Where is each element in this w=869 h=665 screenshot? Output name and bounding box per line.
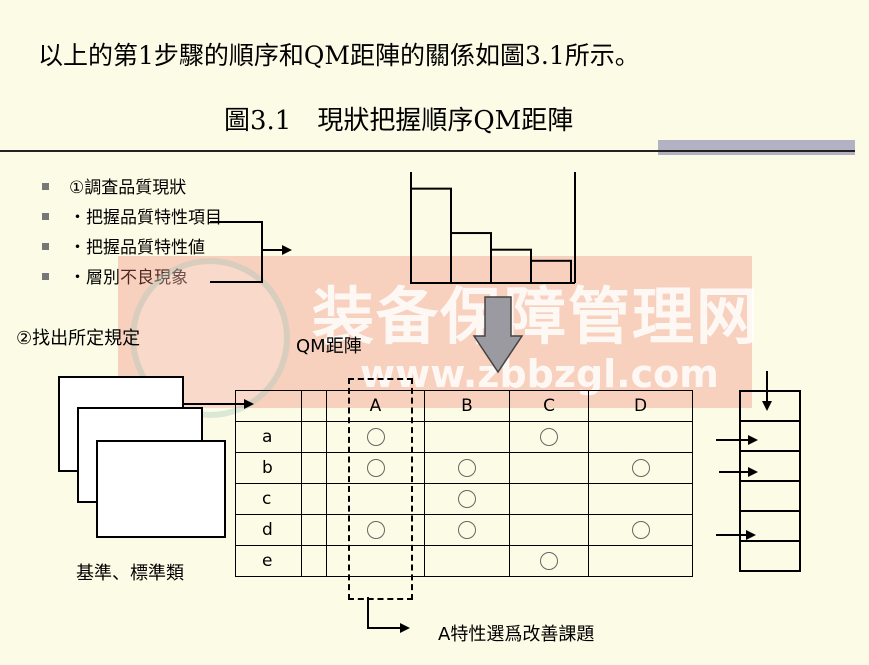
caption-connector [367,597,400,629]
mark-cell [326,545,425,577]
mark-cell [588,421,693,453]
mark-cell [588,483,693,515]
result-row [739,450,801,482]
circle-mark-icon [366,459,385,477]
standards-label: 基準、標準類 [76,563,184,584]
pareto-bar [450,232,492,285]
watermark-text: 装备保障管理网 [312,280,761,353]
result-row [739,540,801,572]
step1-item-label: ①調査品質現狀 [69,178,187,198]
mark-cell [326,421,425,453]
mark-cell [588,545,693,577]
row-label: d [235,514,302,546]
spacer-cell [301,421,327,453]
matrix-row: c [235,483,693,515]
column-header: C [509,390,589,422]
result-row [739,480,801,512]
circle-mark-icon [366,428,385,446]
row-label: e [235,545,302,577]
mark-cell [509,452,589,484]
result-row [739,510,801,542]
bullet-square-icon [42,212,49,220]
figure-title: 圖3.1 現狀把握順序QM距陣 [224,106,574,136]
spacer-cell [301,514,327,546]
mark-cell [424,545,510,577]
circle-mark-icon [458,490,476,508]
mark-cell [509,545,589,577]
result-cell [739,420,801,452]
mark-cell [509,514,589,546]
row-label: a [235,421,302,453]
mark-cell [326,514,425,546]
caption: A特性選爲改善課題 [438,624,595,645]
mark-cell [424,452,510,484]
intro-text: 以上的第1步驟的順序和QM距陣的關係如圖3.1所示。 [38,41,640,70]
mark-cell [509,421,589,453]
result-cell [739,540,801,572]
column-header: B [424,390,510,422]
result-row [739,420,801,452]
selected-column-highlight [348,378,413,600]
pareto-chart [410,172,576,285]
spacer-cell [301,452,327,484]
down-arrow-icon [472,296,524,374]
row-label: b [235,452,302,484]
bullet-square-icon [42,182,49,190]
step1-item-label: ・把握品質特性値 [69,238,205,258]
matrix-row: b [235,452,693,484]
circle-mark-icon [540,428,558,446]
bullet-bracket [210,221,263,283]
pareto-bar [410,187,452,284]
pareto-bar [530,259,572,284]
circle-mark-icon [458,521,476,539]
row-label: c [235,483,302,515]
circle-mark-icon [366,521,385,539]
circle-mark-icon [540,552,558,570]
step1-item: ・把握品質特性項目 [42,206,222,236]
result-cell [739,390,801,422]
mark-cell [424,421,510,453]
mark-cell [509,483,589,515]
step1-list: ①調査品質現狀 ・把握品質特性項目 ・把握品質特性値 ・層別不良現象 [42,176,222,296]
step1-item-label: ・把握品質特性項目 [69,208,222,228]
pareto-bar [490,248,532,284]
step1-item: ・把握品質特性値 [42,236,222,266]
matrix-row: d [235,514,693,546]
qm-matrix: A B C D a b c d e [235,390,693,577]
matrix-header-row: A B C D [235,390,693,422]
result-table [739,390,801,572]
header-cell [301,390,327,422]
mark-cell [424,483,510,515]
column-header: D [588,390,693,422]
header-cell [235,390,302,422]
result-cell [739,450,801,482]
mark-cell [588,452,693,484]
result-row [739,390,801,422]
circle-mark-icon [631,459,650,477]
mark-cell [326,452,425,484]
circle-mark-icon [458,459,476,477]
circle-mark-icon [631,521,650,539]
qm-matrix-label: QM距陣 [296,336,362,357]
mark-cell [424,514,510,546]
bullet-square-icon [42,242,49,250]
mark-cell [326,483,425,515]
result-cell [739,510,801,542]
caption-arrow-icon [400,623,410,633]
result-cell [739,480,801,512]
spacer-cell [301,545,327,577]
step1-item: ①調査品質現狀 [42,176,222,206]
matrix-row: e [235,545,693,577]
bullet-square-icon [42,272,49,280]
bracket-arrow-icon [282,245,292,255]
standard-document [96,440,226,538]
step2-label: ②找出所定規定 [16,328,141,349]
title-divider [0,150,855,152]
mark-cell [588,514,693,546]
matrix-row: a [235,421,693,453]
watermark-url: www.zbbzgl.com [360,352,719,396]
spacer-cell [301,483,327,515]
